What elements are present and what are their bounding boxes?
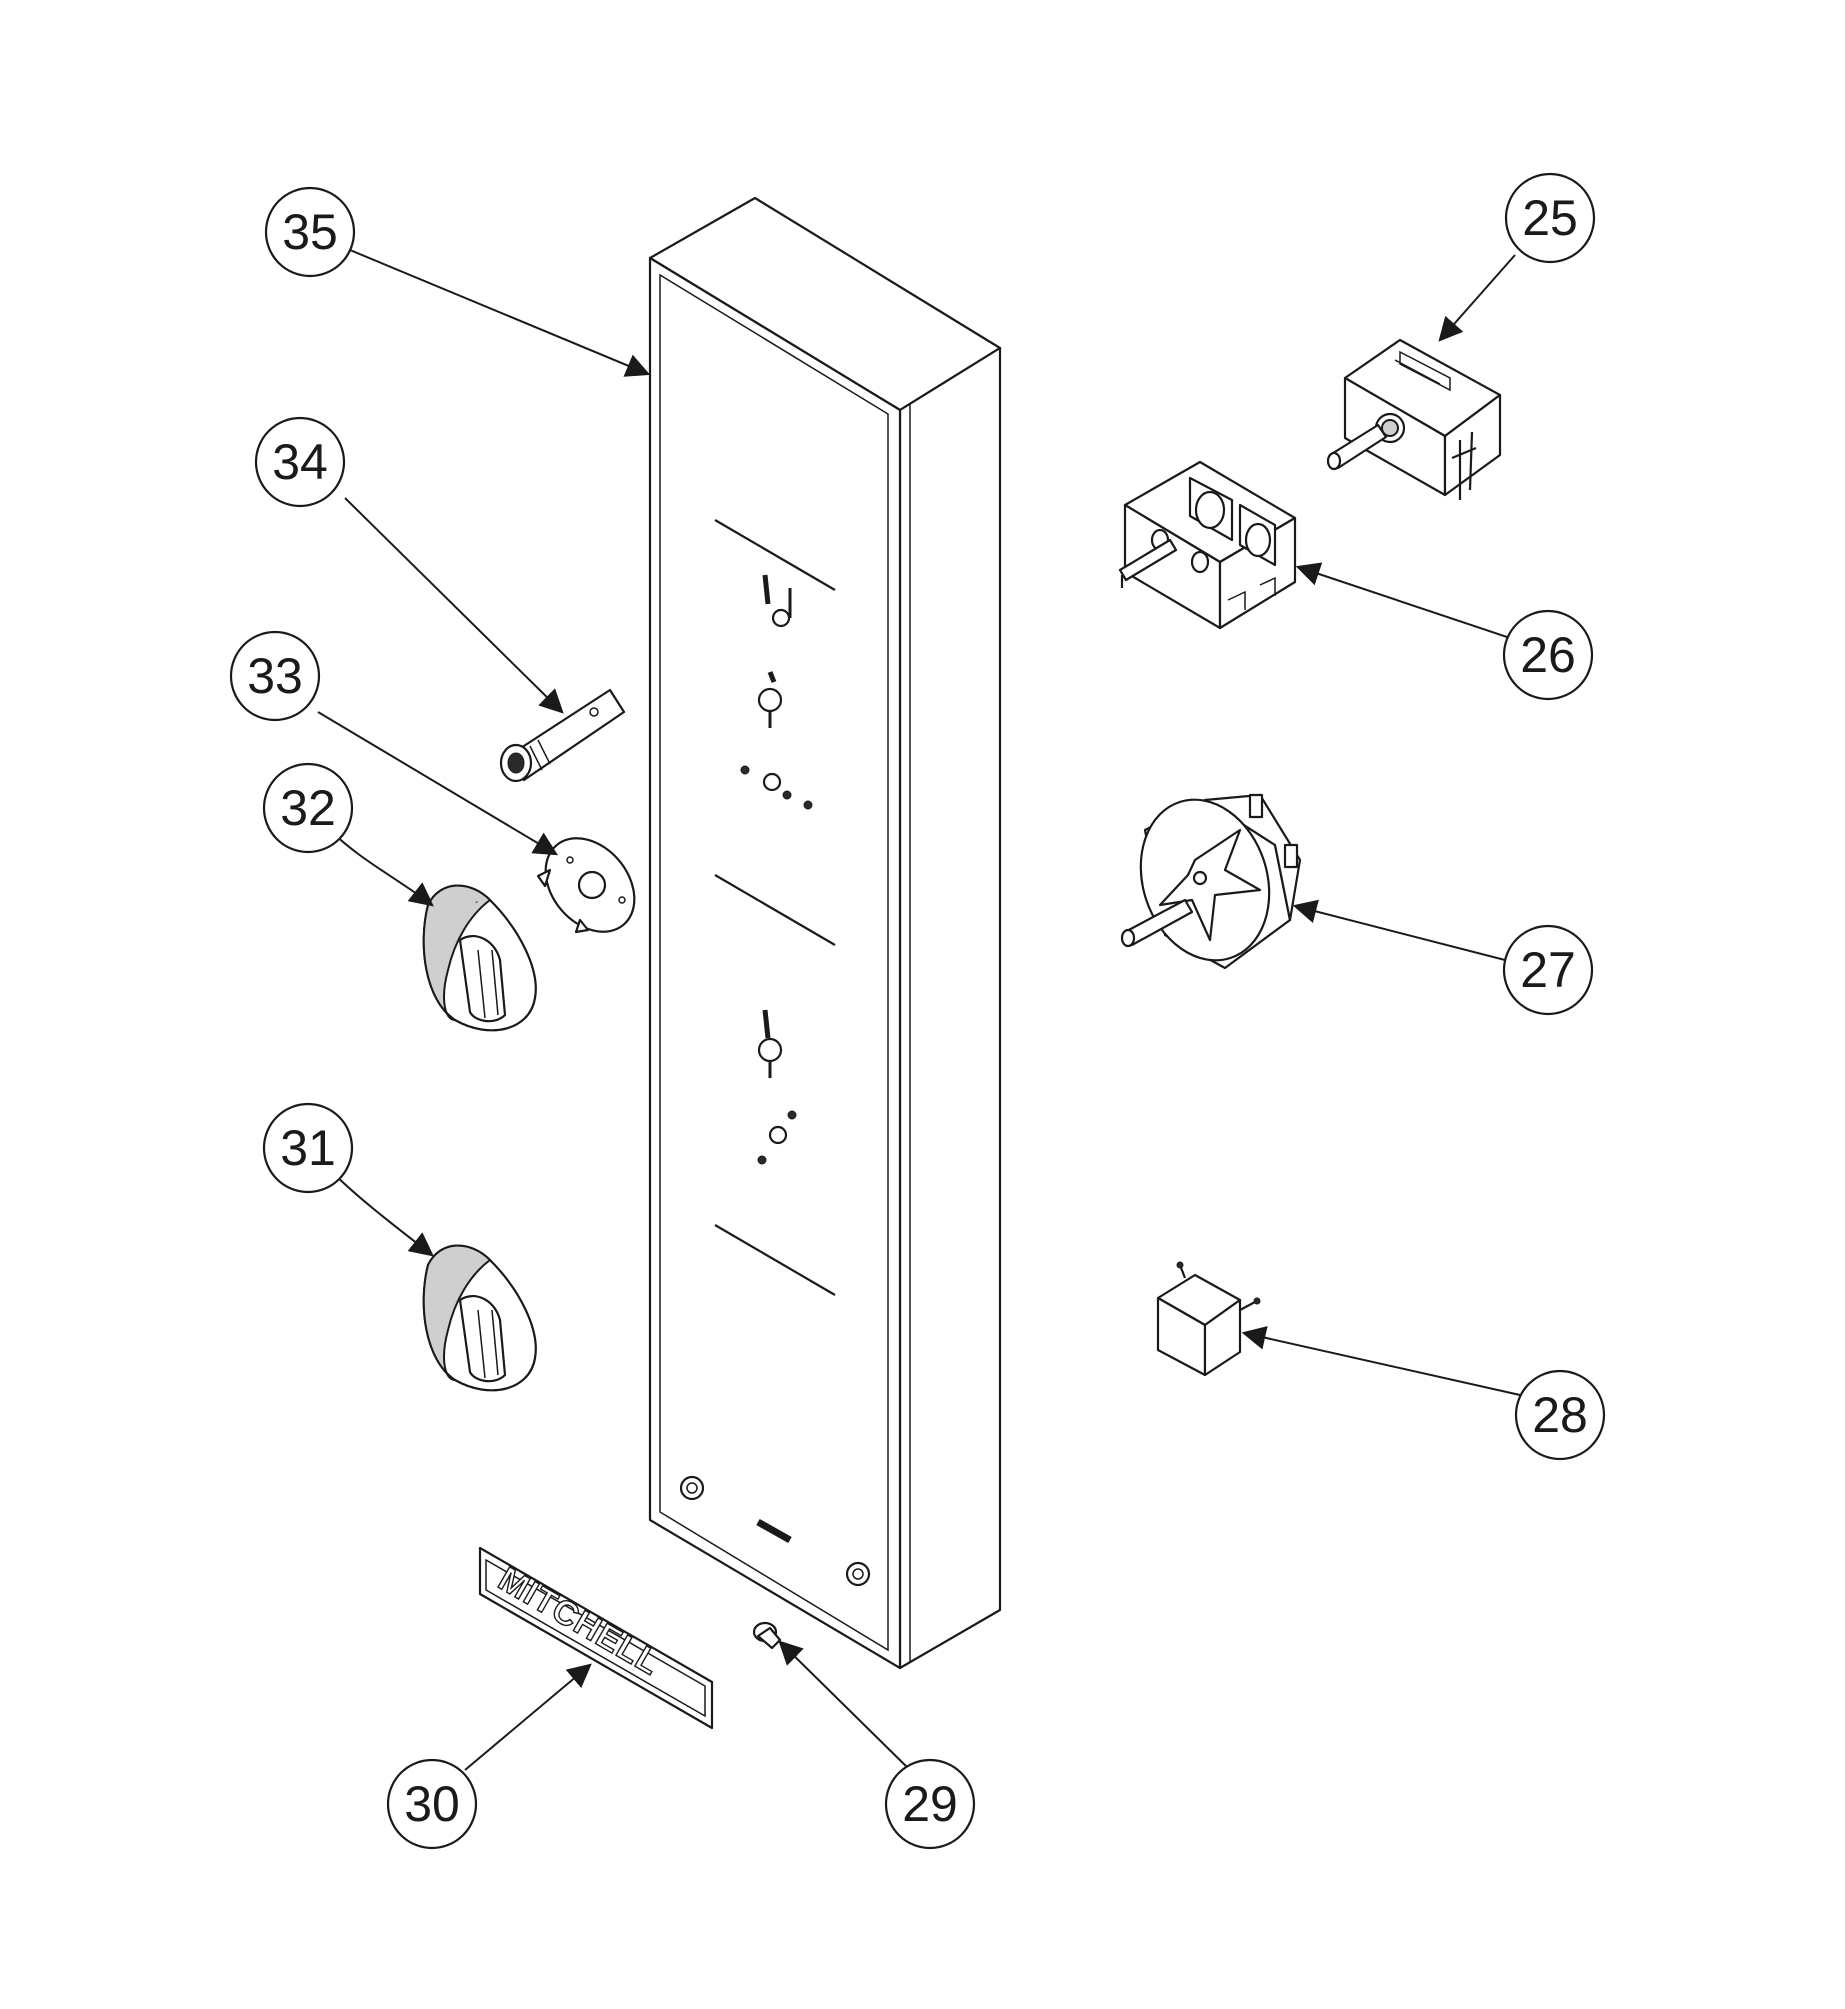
callout-26: 26	[1502, 609, 1594, 701]
leader-33	[317, 711, 559, 856]
thermostat-part	[1120, 793, 1302, 970]
leader-25	[1438, 254, 1516, 342]
nameplate-text: MITCHELL	[492, 1560, 667, 1683]
bezel-ring-plate	[536, 837, 636, 934]
callout-label-34: 34	[272, 434, 328, 490]
connector-part	[499, 688, 626, 783]
leader-35	[349, 249, 651, 377]
callout-28: 28	[1514, 1369, 1606, 1461]
control-panel-housing	[648, 196, 1002, 1670]
callout-35: 35	[264, 186, 356, 278]
callout-label-29: 29	[902, 1776, 958, 1832]
callout-label-30: 30	[404, 1776, 460, 1832]
control-knob-upper: -	[422, 884, 537, 1032]
leader-29	[778, 1640, 911, 1771]
callout-34: 34	[254, 416, 346, 508]
leader-28	[1241, 1326, 1521, 1396]
rotary-switch-part	[1118, 460, 1297, 630]
leader-lines	[317, 249, 1521, 1771]
callout-32: 32	[262, 762, 354, 854]
svg-text:-: -	[475, 897, 478, 908]
leader-31	[329, 1169, 434, 1257]
callout-33: 33	[229, 630, 321, 722]
leader-27	[1292, 899, 1506, 961]
leader-32	[329, 829, 434, 907]
callout-label-35: 35	[282, 204, 338, 260]
callout-30: 30	[386, 1758, 478, 1850]
callout-label-33: 33	[247, 648, 303, 704]
callout-27: 27	[1502, 924, 1594, 1016]
indicator-lamp-part	[1156, 1261, 1261, 1377]
screw-part	[752, 1621, 782, 1650]
callout-29: 29	[884, 1758, 976, 1850]
callout-label-31: 31	[280, 1120, 336, 1176]
leader-26	[1295, 562, 1511, 639]
callout-25: 25	[1504, 172, 1596, 264]
callout-label-32: 32	[280, 780, 336, 836]
control-knob-lower	[422, 1244, 537, 1392]
callout-label-26: 26	[1520, 627, 1576, 683]
callout-label-27: 27	[1520, 942, 1576, 998]
callout-label-28: 28	[1532, 1387, 1588, 1443]
leader-30	[464, 1663, 592, 1771]
leader-34	[344, 497, 564, 714]
callout-31: 31	[262, 1102, 354, 1194]
nameplate-badge: MITCHELL	[478, 1546, 714, 1730]
switch-part	[1326, 338, 1502, 500]
callout-label-25: 25	[1522, 190, 1578, 246]
